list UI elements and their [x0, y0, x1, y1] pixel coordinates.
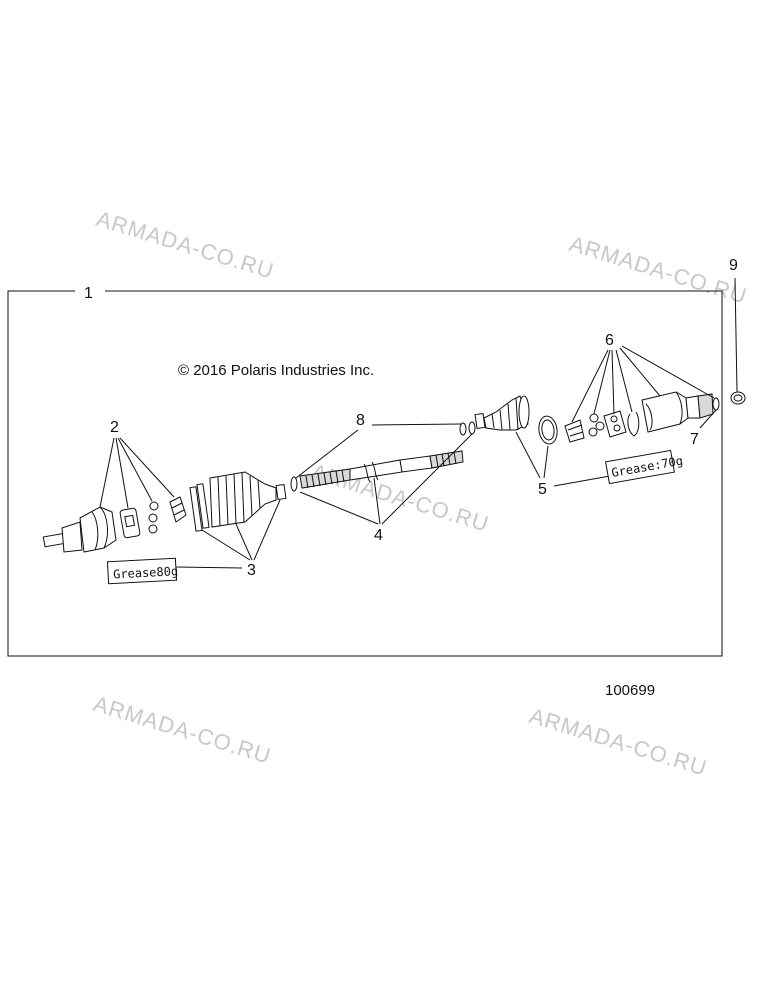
- callout-9: 9: [729, 257, 738, 274]
- circlip-7: [712, 397, 720, 411]
- outer-ball-1: [589, 413, 599, 423]
- outer-inner-race: [564, 419, 585, 443]
- outer-boot: [483, 395, 530, 431]
- grease-tag-inner: [106, 557, 178, 585]
- boot-clamp-outer: [538, 415, 558, 445]
- callout-7: 7: [690, 431, 699, 448]
- watermark-1: ARMADA-CO.RU: [94, 206, 278, 284]
- boot-clamp-inner-1: [189, 486, 203, 532]
- circlip-8-right: [459, 422, 467, 436]
- small-clamp-3: [275, 483, 287, 501]
- watermark-5: ARMADA-CO.RU: [527, 703, 711, 781]
- inner-cage: [119, 507, 141, 539]
- outer-ball-3: [588, 427, 598, 437]
- watermark-4: ARMADA-CO.RU: [91, 691, 275, 769]
- callout-6: 6: [605, 332, 614, 349]
- leader-9: [734, 277, 738, 393]
- circlip-8-left: [290, 476, 298, 492]
- axle-shaft: [299, 450, 464, 489]
- small-clamp-5: [474, 412, 486, 430]
- watermark-2: ARMADA-CO.RU: [567, 231, 751, 309]
- callout-5: 5: [538, 481, 547, 498]
- inner-boot: [209, 471, 277, 528]
- callout-2: 2: [110, 419, 119, 436]
- outer-ball-2: [595, 421, 605, 431]
- inner-race: [169, 496, 187, 523]
- assembly-frame: [7, 290, 723, 657]
- callout-8: 8: [356, 412, 365, 429]
- callout-4: 4: [374, 527, 383, 544]
- inner-cv-housing: [42, 506, 117, 553]
- diagram-number: 100699: [605, 682, 655, 699]
- grease-tag-outer: [605, 449, 675, 485]
- ball-3: [148, 524, 158, 534]
- ball-1: [149, 501, 159, 511]
- outer-cage: [603, 410, 627, 438]
- o-ring-9: [730, 391, 746, 405]
- callout-3: 3: [247, 562, 256, 579]
- boot-clamp-inner-2: [196, 483, 210, 529]
- ball-2: [148, 513, 158, 523]
- stop-ring: [468, 421, 476, 435]
- copyright-text: © 2016 Polaris Industries Inc.: [178, 362, 374, 379]
- callout-1: 1: [84, 285, 93, 302]
- grease-tag-inner-text: Grease80g: [113, 564, 179, 581]
- snap-ring-6: [627, 411, 640, 437]
